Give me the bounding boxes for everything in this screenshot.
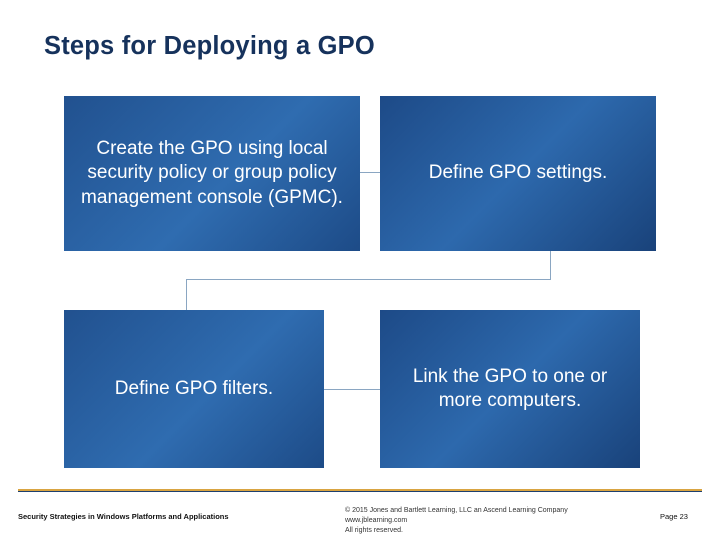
connector-bottom-horizontal: [324, 389, 380, 390]
footer-page-number: Page 23: [660, 512, 688, 521]
process-box-define-filters-label: Define GPO filters.: [114, 377, 274, 399]
footer-course-title: Security Strategies in Windows Platforms…: [18, 512, 229, 521]
connector-left-vertical: [186, 279, 187, 310]
footer-copyright-line-2: www.jblearning.com: [345, 517, 408, 525]
footer-accent-rule: [18, 489, 702, 491]
connector-right-vertical: [550, 251, 551, 279]
footer-copyright-line-3: All rights reserved.: [345, 527, 403, 535]
page-title: Steps for Deploying a GPO: [44, 32, 375, 60]
footer-copyright-line-1: © 2015 Jones and Bartlett Learning, LLC …: [345, 507, 568, 514]
process-box-link-gpo-label: Link the GPO to one or more computers.: [412, 365, 608, 411]
connector-middle-horizontal: [186, 279, 551, 280]
process-box-define-settings: Define GPO settings.: [380, 96, 656, 251]
process-box-create-gpo: Create the GPO using local security poli…: [64, 96, 360, 251]
process-box-define-filters: Define GPO filters.: [64, 310, 324, 468]
connector-top-horizontal: [358, 172, 382, 173]
process-box-create-gpo-label: Create the GPO using local security poli…: [81, 138, 343, 208]
footer-copyright: © 2015 Jones and Bartlett Learning, LLC …: [345, 506, 635, 536]
footer-rule: [18, 491, 702, 492]
process-box-link-gpo: Link the GPO to one or more computers.: [380, 310, 640, 468]
process-box-define-settings-label: Define GPO settings.: [428, 162, 608, 184]
